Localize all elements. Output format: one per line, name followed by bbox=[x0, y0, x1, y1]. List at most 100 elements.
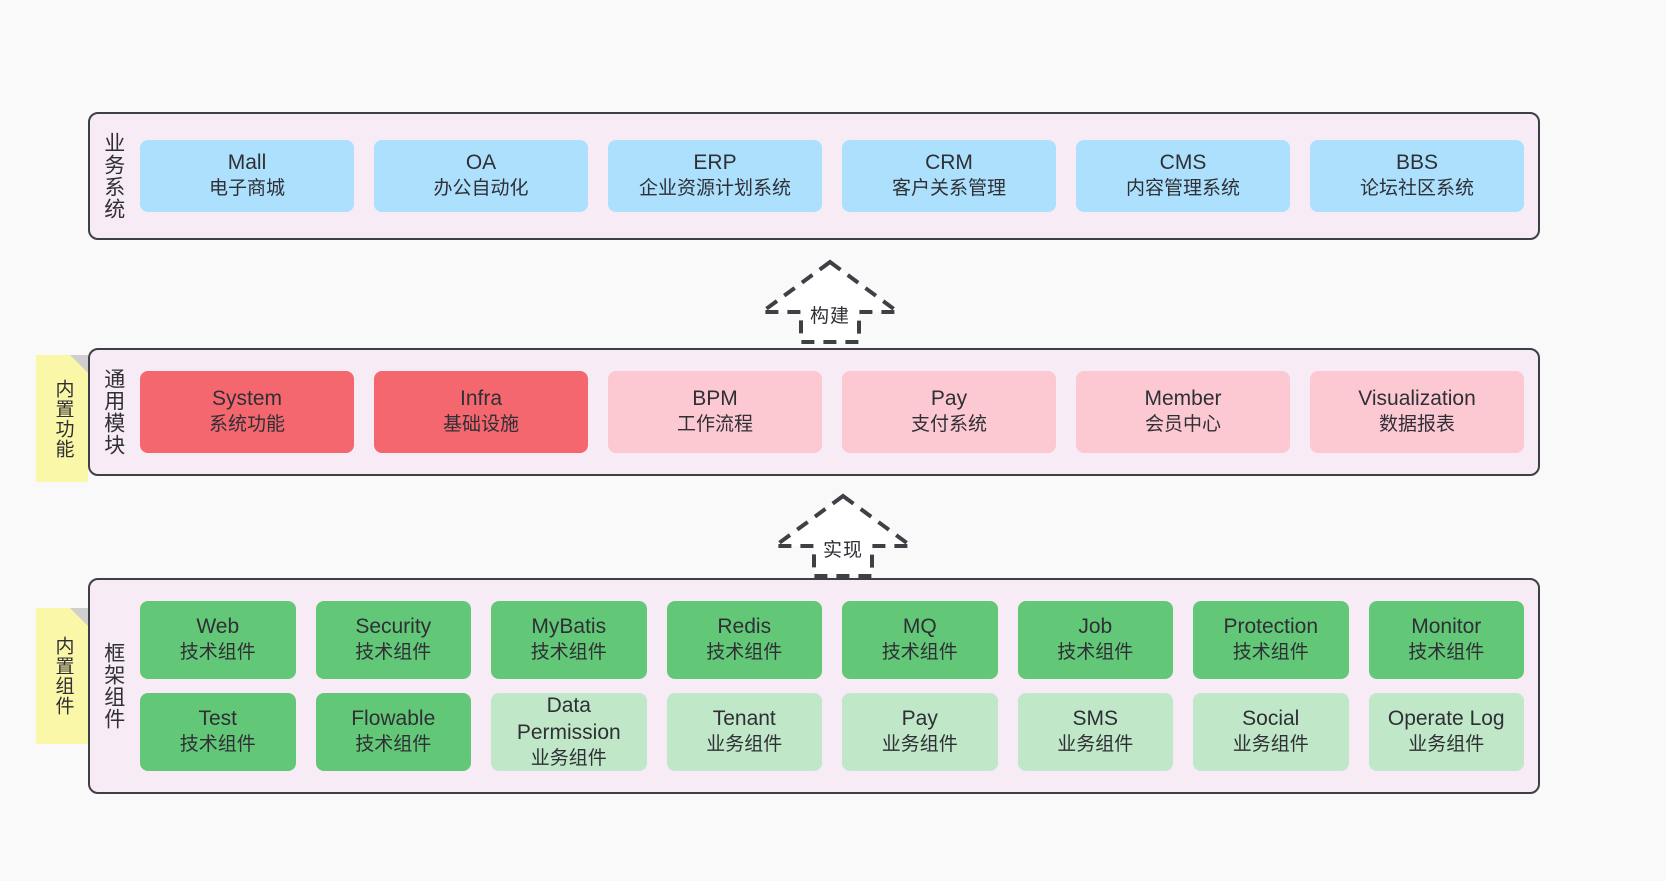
tile-subtitle: 业务组件 bbox=[1408, 734, 1485, 756]
layer-business-systems-body: Mall 电子商城 OA 办公自动化 ERP 企业资源计划系统 CRM 客户关系… bbox=[136, 114, 1538, 238]
tile-subtitle: 技术组件 bbox=[1057, 642, 1134, 664]
tile-row: Web 技术组件 Security 技术组件 MyBatis 技术组件 Redi… bbox=[140, 601, 1524, 679]
tile-member[interactable]: Member 会员中心 bbox=[1076, 371, 1290, 453]
tile-pay-business[interactable]: Pay 业务组件 bbox=[842, 693, 998, 771]
tile-subtitle: 技术组件 bbox=[355, 642, 432, 664]
tile-row: Test 技术组件 Flowable 技术组件 Data Permission … bbox=[140, 693, 1524, 771]
tile-bpm[interactable]: BPM 工作流程 bbox=[608, 371, 822, 453]
tile-web[interactable]: Web 技术组件 bbox=[140, 601, 296, 679]
tile-redis[interactable]: Redis 技术组件 bbox=[666, 601, 822, 679]
tile-title: Social bbox=[1242, 707, 1300, 731]
tile-title: Pay bbox=[930, 387, 968, 411]
tile-pay[interactable]: Pay 支付系统 bbox=[842, 371, 1056, 453]
tile-title: Protection bbox=[1223, 615, 1319, 639]
tile-title: MQ bbox=[902, 615, 937, 639]
layer-framework-components[interactable]: 框架组件 Web 技术组件 Security 技术组件 MyBatis 技术组件… bbox=[88, 578, 1540, 794]
tile-subtitle: 支付系统 bbox=[910, 414, 987, 436]
tile-subtitle: 业务组件 bbox=[1232, 734, 1309, 756]
tile-subtitle: 数据报表 bbox=[1378, 414, 1455, 436]
tile-subtitle: 办公自动化 bbox=[433, 178, 529, 200]
layer-framework-components-body: Web 技术组件 Security 技术组件 MyBatis 技术组件 Redi… bbox=[136, 580, 1538, 792]
tile-title: Mall bbox=[227, 151, 267, 175]
tile-subtitle: 技术组件 bbox=[1408, 642, 1485, 664]
tile-subtitle: 业务组件 bbox=[881, 734, 958, 756]
tile-title: Web bbox=[196, 615, 240, 639]
tile-title: BPM bbox=[692, 387, 738, 411]
tile-title: Monitor bbox=[1411, 615, 1482, 639]
arrow-implement: 实现 bbox=[768, 492, 918, 580]
tile-row: Mall 电子商城 OA 办公自动化 ERP 企业资源计划系统 CRM 客户关系… bbox=[140, 140, 1524, 212]
tile-subtitle: 会员中心 bbox=[1144, 414, 1221, 436]
tile-title: Job bbox=[1078, 615, 1113, 639]
tile-title: SMS bbox=[1072, 707, 1118, 731]
layer-business-systems[interactable]: 业务系统 Mall 电子商城 OA 办公自动化 ERP 企业资源计划系统 CRM… bbox=[88, 112, 1540, 240]
tile-erp[interactable]: ERP 企业资源计划系统 bbox=[608, 140, 822, 212]
note-builtin-components[interactable]: 内置组件 bbox=[36, 608, 88, 744]
tile-mybatis[interactable]: MyBatis 技术组件 bbox=[491, 601, 647, 679]
note-label: 内置组件 bbox=[52, 636, 74, 716]
arrow-implement-label: 实现 bbox=[822, 540, 863, 561]
tile-subtitle: 业务组件 bbox=[530, 747, 607, 769]
layer-framework-components-title: 框架组件 bbox=[101, 642, 125, 730]
layer-common-modules-body: System 系统功能 Infra 基础设施 BPM 工作流程 Pay 支付系统… bbox=[136, 350, 1538, 474]
tile-title: Visualization bbox=[1358, 387, 1476, 411]
layer-business-systems-title: 业务系统 bbox=[101, 132, 125, 220]
tile-title: OA bbox=[465, 151, 497, 175]
tile-title: Infra bbox=[459, 387, 503, 411]
tile-subtitle: 企业资源计划系统 bbox=[638, 178, 791, 200]
tile-job[interactable]: Job 技术组件 bbox=[1017, 601, 1173, 679]
tile-subtitle: 系统功能 bbox=[208, 414, 285, 436]
tile-subtitle: 业务组件 bbox=[706, 734, 783, 756]
layer-common-modules[interactable]: 通用模块 System 系统功能 Infra 基础设施 BPM 工作流程 Pay… bbox=[88, 348, 1540, 476]
tile-subtitle: 技术组件 bbox=[1232, 642, 1309, 664]
tile-subtitle: 业务组件 bbox=[1057, 734, 1134, 756]
tile-subtitle: 工作流程 bbox=[676, 414, 753, 436]
tile-system[interactable]: System 系统功能 bbox=[140, 371, 354, 453]
tile-protection[interactable]: Protection 技术组件 bbox=[1193, 601, 1349, 679]
tile-title: BBS bbox=[1395, 151, 1439, 175]
tile-subtitle: 技术组件 bbox=[530, 642, 607, 664]
tile-test[interactable]: Test 技术组件 bbox=[140, 693, 296, 771]
tile-monitor[interactable]: Monitor 技术组件 bbox=[1368, 601, 1524, 679]
note-builtin-features[interactable]: 内置功能 bbox=[36, 355, 88, 482]
tile-title: MyBatis bbox=[531, 615, 607, 639]
tile-subtitle: 技术组件 bbox=[706, 642, 783, 664]
tile-subtitle: 技术组件 bbox=[179, 642, 256, 664]
tile-security[interactable]: Security 技术组件 bbox=[315, 601, 471, 679]
tile-title: Tenant bbox=[712, 707, 776, 731]
tile-subtitle: 内容管理系统 bbox=[1125, 178, 1240, 200]
tile-title: Member bbox=[1144, 387, 1222, 411]
tile-subtitle: 技术组件 bbox=[881, 642, 958, 664]
tile-row: System 系统功能 Infra 基础设施 BPM 工作流程 Pay 支付系统… bbox=[140, 371, 1524, 453]
tile-flowable[interactable]: Flowable 技术组件 bbox=[315, 693, 471, 771]
tile-title: Operate Log bbox=[1387, 707, 1505, 731]
tile-social[interactable]: Social 业务组件 bbox=[1193, 693, 1349, 771]
tile-title: Redis bbox=[717, 615, 772, 639]
tile-bbs[interactable]: BBS 论坛社区系统 bbox=[1310, 140, 1524, 212]
tile-data-permission[interactable]: Data Permission 业务组件 bbox=[491, 693, 647, 771]
tile-visualization[interactable]: Visualization 数据报表 bbox=[1310, 371, 1524, 453]
tile-crm[interactable]: CRM 客户关系管理 bbox=[842, 140, 1056, 212]
tile-sms[interactable]: SMS 业务组件 bbox=[1017, 693, 1173, 771]
tile-subtitle: 技术组件 bbox=[179, 734, 256, 756]
tile-subtitle: 技术组件 bbox=[355, 734, 432, 756]
arrow-build: 构建 bbox=[755, 258, 905, 346]
tile-title: CRM bbox=[925, 151, 973, 175]
tile-title: Flowable bbox=[351, 707, 436, 731]
tile-subtitle: 基础设施 bbox=[442, 414, 519, 436]
tile-mall[interactable]: Mall 电子商城 bbox=[140, 140, 354, 212]
tile-title: System bbox=[211, 387, 282, 411]
tile-subtitle: 电子商城 bbox=[208, 178, 285, 200]
tile-mq[interactable]: MQ 技术组件 bbox=[842, 601, 998, 679]
tile-subtitle: 论坛社区系统 bbox=[1359, 178, 1474, 200]
tile-cms[interactable]: CMS 内容管理系统 bbox=[1076, 140, 1290, 212]
tile-title: Data Permission bbox=[516, 693, 621, 744]
tile-infra[interactable]: Infra 基础设施 bbox=[374, 371, 588, 453]
tile-tenant[interactable]: Tenant 业务组件 bbox=[666, 693, 822, 771]
tile-operate-log[interactable]: Operate Log 业务组件 bbox=[1368, 693, 1524, 771]
layer-common-modules-title: 通用模块 bbox=[101, 368, 125, 456]
tile-subtitle: 客户关系管理 bbox=[891, 178, 1006, 200]
tile-title: ERP bbox=[693, 151, 737, 175]
tile-oa[interactable]: OA 办公自动化 bbox=[374, 140, 588, 212]
